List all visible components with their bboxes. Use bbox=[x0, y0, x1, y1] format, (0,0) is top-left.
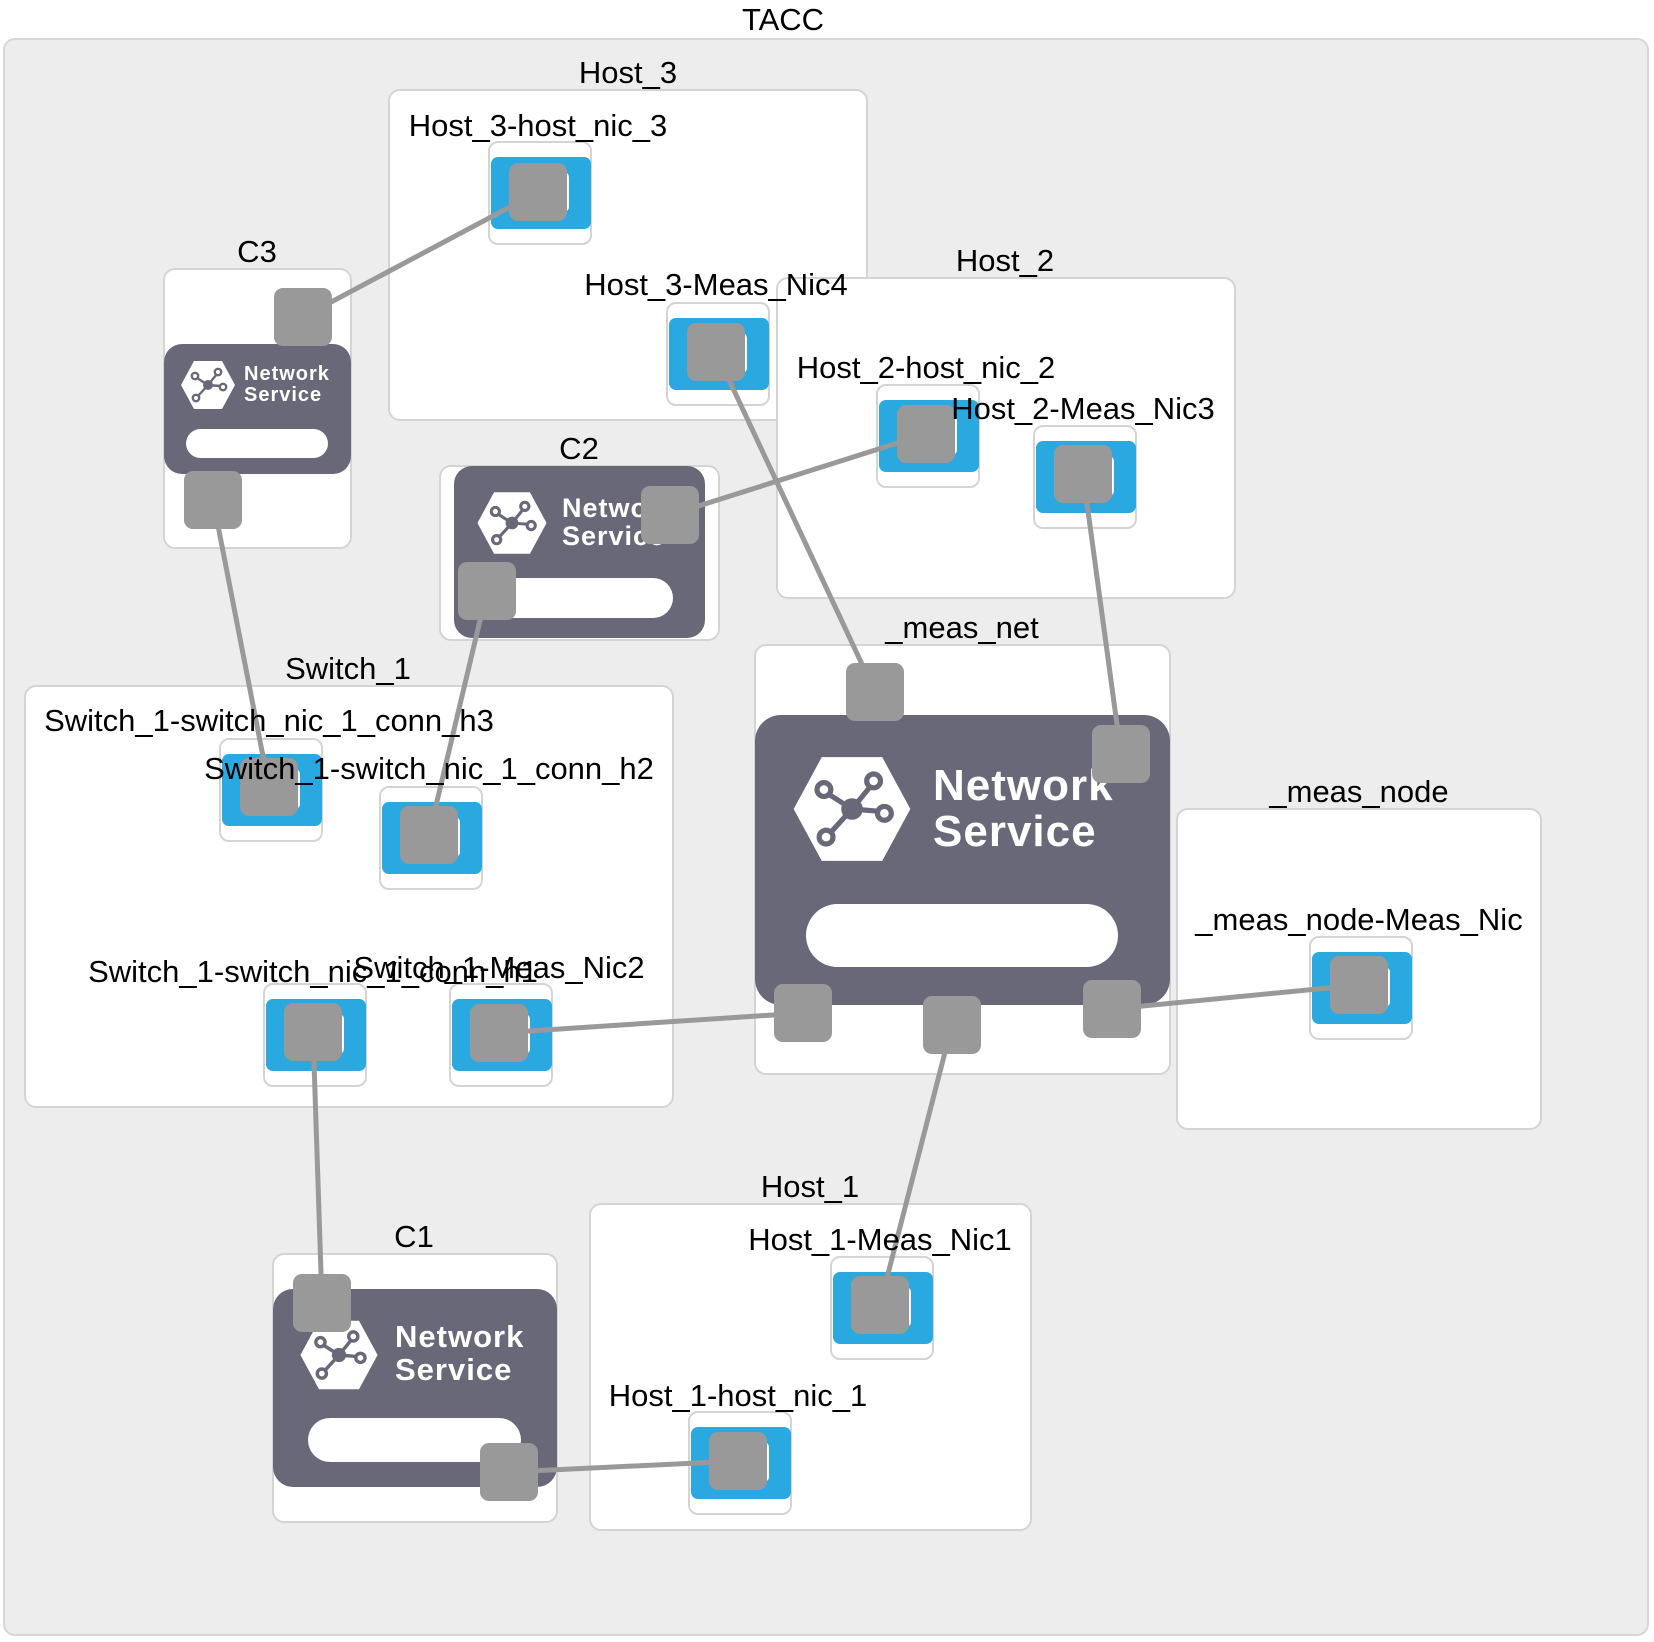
node-host-1-label: Host_1 bbox=[760, 1169, 860, 1204]
interface-port[interactable] bbox=[1054, 445, 1112, 503]
nic-label: Switch_1-switch_nic_1_conn_h2 bbox=[204, 751, 654, 786]
interface-port[interactable] bbox=[284, 1003, 342, 1061]
network-service-hex-icon bbox=[477, 492, 547, 554]
nic-label: Host_3-Meas_Nic4 bbox=[584, 267, 848, 302]
nic-label: Host_2-Meas_Nic3 bbox=[951, 391, 1215, 426]
interface-port[interactable] bbox=[400, 806, 458, 864]
node-meas-node-label: _meas_node bbox=[1269, 774, 1449, 809]
c1-port-top[interactable] bbox=[293, 1274, 351, 1332]
node-switch-1-label: Switch_1 bbox=[285, 651, 411, 686]
node-host-1[interactable] bbox=[589, 1203, 1032, 1531]
network-service-hex-icon bbox=[300, 1320, 378, 1390]
meas-net-port-right[interactable] bbox=[1092, 725, 1150, 783]
interface-port[interactable] bbox=[897, 405, 955, 463]
node-host-3-label: Host_3 bbox=[578, 55, 678, 90]
nic-label: Host_1-host_nic_1 bbox=[608, 1378, 868, 1413]
nic-label: Switch_1-switch_nic_1_conn_h1 bbox=[88, 954, 538, 989]
network-service-hex-icon bbox=[181, 361, 235, 409]
interface-port[interactable] bbox=[709, 1432, 767, 1490]
network-service-name-field[interactable] bbox=[806, 904, 1118, 967]
meas-net-port-bottom[interactable] bbox=[923, 996, 981, 1054]
node-host-2[interactable] bbox=[776, 277, 1236, 599]
meas-net-port-top[interactable] bbox=[846, 663, 904, 721]
nic-label: Switch_1-switch_nic_1_conn_h3 bbox=[44, 703, 494, 738]
meas-net-port-bottom-right[interactable] bbox=[1083, 980, 1141, 1038]
network-c3-label: C3 bbox=[237, 234, 277, 269]
network-service-hex-icon bbox=[793, 757, 911, 861]
c1-port-bottom[interactable] bbox=[480, 1443, 538, 1501]
nic-label: Host_3-host_nic_3 bbox=[408, 108, 668, 143]
interface-port[interactable] bbox=[851, 1276, 909, 1334]
interface-port[interactable] bbox=[1330, 956, 1388, 1014]
network-c1-label: C1 bbox=[394, 1219, 434, 1254]
nic-label: Host_2-host_nic_2 bbox=[796, 350, 1056, 385]
network-c2-label: C2 bbox=[559, 431, 599, 466]
site-label: TACC bbox=[741, 2, 825, 37]
meas-net-port-bottom-left[interactable] bbox=[774, 984, 832, 1042]
c2-port-left[interactable] bbox=[458, 562, 516, 620]
c3-port-bottom[interactable] bbox=[184, 471, 242, 529]
interface-port[interactable] bbox=[470, 1004, 528, 1062]
nic-label: Host_1-Meas_Nic1 bbox=[748, 1222, 1012, 1257]
network-service-name-field[interactable] bbox=[186, 429, 328, 458]
node-host-2-label: Host_2 bbox=[955, 243, 1055, 278]
c3-port-top[interactable] bbox=[274, 288, 332, 346]
nic-label: _meas_node-Meas_Nic bbox=[1195, 902, 1523, 937]
c2-port-right[interactable] bbox=[641, 486, 699, 544]
interface-port[interactable] bbox=[509, 163, 567, 221]
nic-label: Switch_1-Meas_Nic2 bbox=[353, 950, 645, 985]
network-meas-net-label: _meas_net bbox=[885, 610, 1039, 645]
interface-port[interactable] bbox=[687, 323, 745, 381]
